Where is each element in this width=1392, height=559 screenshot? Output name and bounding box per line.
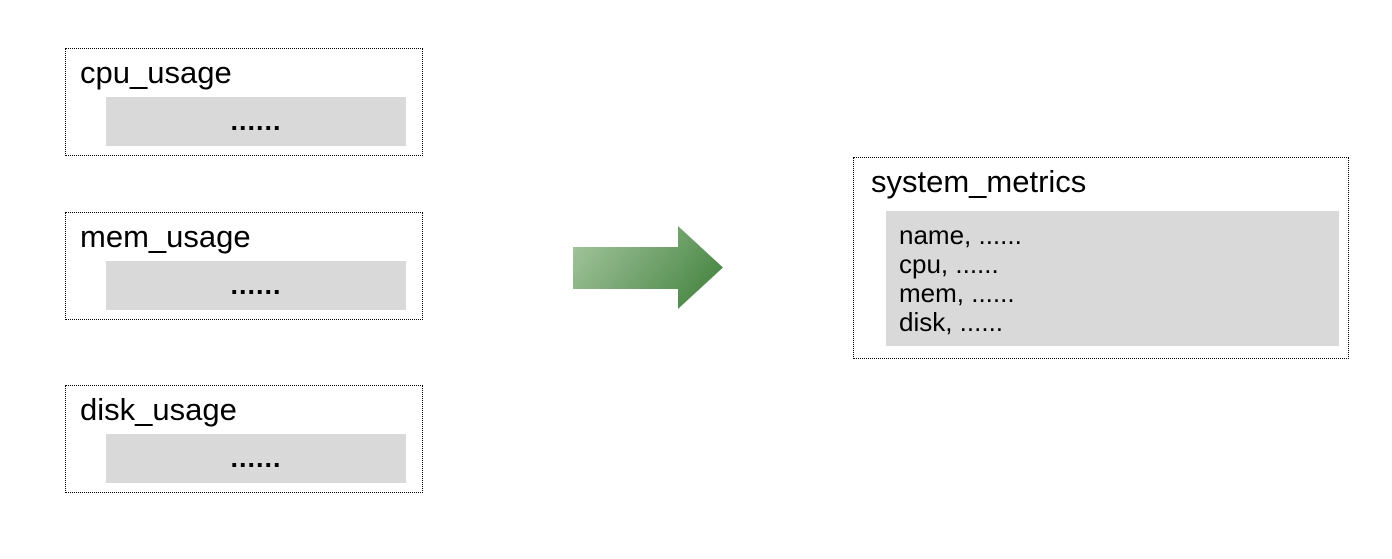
field-row: disk, ......	[899, 307, 1004, 337]
field-row: name, ......	[899, 220, 1022, 250]
field-row: mem, ......	[899, 278, 1015, 308]
source-box-mem-usage: mem_usage ......	[65, 212, 423, 320]
right-arrow-icon	[573, 226, 723, 309]
source-box-cpu-usage: cpu_usage ......	[65, 48, 423, 156]
source-box-title: cpu_usage	[80, 55, 232, 90]
source-rows-placeholder: ......	[106, 434, 406, 483]
rows-ellipsis: ......	[230, 443, 282, 473]
source-box-disk-usage: disk_usage ......	[65, 385, 423, 493]
target-box-title: system_metrics	[871, 164, 1087, 199]
rows-ellipsis: ......	[230, 270, 282, 300]
source-box-title: mem_usage	[80, 219, 251, 254]
target-box-system-metrics: system_metrics name, ...... cpu, ...... …	[853, 157, 1349, 359]
source-box-title: disk_usage	[80, 392, 237, 427]
rows-ellipsis: ......	[230, 106, 282, 136]
target-rows-panel: name, ...... cpu, ...... mem, ...... dis…	[886, 211, 1339, 346]
source-rows-placeholder: ......	[106, 261, 406, 310]
field-row: cpu, ......	[899, 249, 999, 279]
source-rows-placeholder: ......	[106, 97, 406, 146]
